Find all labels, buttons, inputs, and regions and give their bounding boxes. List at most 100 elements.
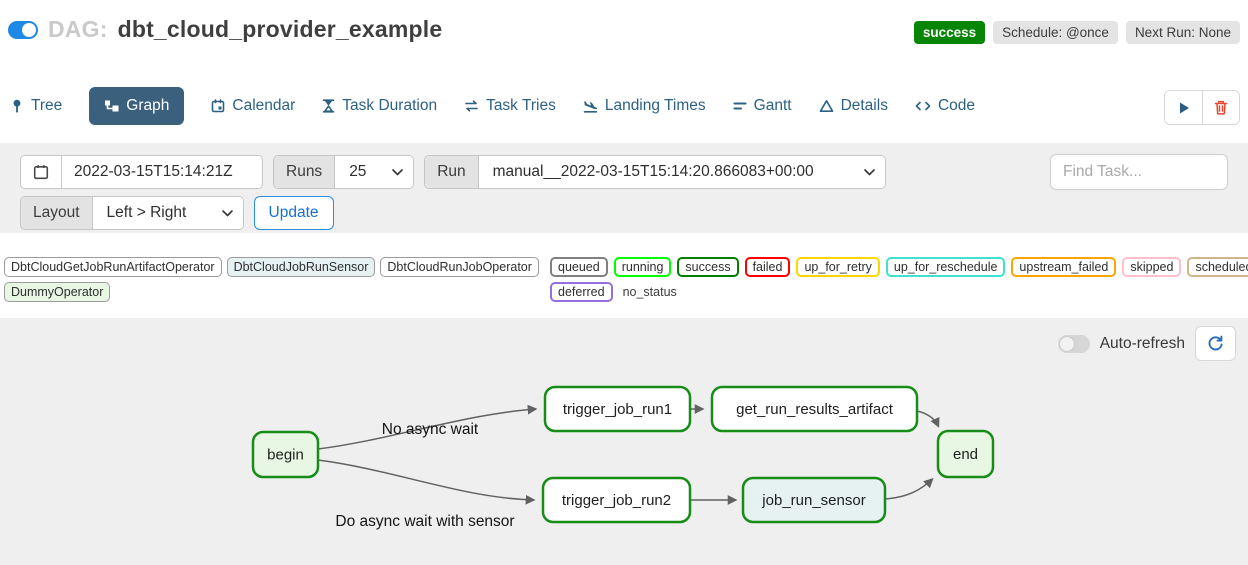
auto-refresh-toggle[interactable] — [1057, 334, 1090, 353]
status-filter-up-for-reschedule[interactable]: up_for_reschedule — [885, 257, 1006, 277]
dag-graph-panel: No async wait Do async wait with sensor … — [0, 318, 1248, 565]
toggle-knob — [22, 22, 36, 37]
header-badges: success Schedule: @once Next Run: None — [913, 21, 1240, 44]
tab-gantt[interactable]: Gantt — [733, 97, 792, 115]
calendar-icon — [33, 165, 49, 180]
operator-badge: DummyOperator — [4, 282, 111, 302]
task-node-end[interactable]: end — [936, 429, 995, 479]
edge-sensor-end — [884, 477, 934, 500]
update-button[interactable]: Update — [253, 196, 334, 230]
tab-tree[interactable]: Tree — [10, 97, 62, 115]
layout-group: Layout Left > Right — [20, 196, 244, 230]
status-filter-queued[interactable]: queued — [550, 257, 608, 277]
tab-label: Code — [937, 97, 976, 114]
task-node-begin[interactable]: begin — [251, 430, 320, 479]
operator-badge: DbtCloudRunJobOperator — [380, 257, 539, 277]
status-filter-no-status[interactable]: no_status — [622, 285, 677, 299]
tree-icon — [13, 99, 21, 113]
tab-label: Task Tries — [486, 97, 556, 114]
task-node-job-run-sensor[interactable]: job_run_sensor — [741, 476, 887, 524]
tab-label: Tree — [31, 97, 63, 114]
task-node-label: get_run_results_artifact — [736, 401, 894, 418]
next-run-badge: Next Run: None — [1125, 21, 1240, 44]
status-filter-upstream-failed[interactable]: upstream_failed — [1011, 257, 1117, 277]
task-node-label: trigger_job_run1 — [563, 401, 672, 418]
layout-select-value: Left > Right — [106, 204, 187, 221]
code-icon — [915, 101, 931, 111]
operator-legend: DummyOperator — [4, 282, 550, 302]
edge-begin-trigger2 — [317, 459, 536, 505]
tab-landing-times[interactable]: Landing Times — [583, 97, 706, 115]
edge-begin-trigger1 — [317, 404, 538, 450]
runs-select[interactable]: 25 — [335, 156, 414, 188]
plane-landing-icon — [583, 101, 598, 113]
execution-date-group — [20, 155, 263, 189]
chevron-down-icon — [863, 168, 875, 176]
schedule-badge: Schedule: @once — [993, 21, 1118, 44]
tab-task-duration[interactable]: Task Duration — [322, 97, 437, 115]
graph-controls: Auto-refresh — [1057, 326, 1236, 361]
tab-graph[interactable]: Graph — [89, 87, 185, 125]
edge-artifact-end — [916, 410, 940, 428]
hourglass-icon — [322, 99, 335, 113]
filter-row-2: Layout Left > Right Update — [20, 196, 1228, 230]
task-node-get-run-results-artifact[interactable]: get_run_results_artifact — [710, 385, 919, 433]
dag-pause-toggle[interactable] — [8, 20, 38, 39]
chevron-down-icon — [392, 168, 403, 176]
run-label: Run — [425, 156, 479, 188]
calendar-addon[interactable] — [21, 156, 62, 188]
status-badge: success — [913, 21, 986, 44]
tab-task-tries[interactable]: Task Tries — [464, 97, 556, 115]
dag-graph: No async wait Do async wait with sensor … — [251, 385, 995, 530]
status-filter-deferred[interactable]: deferred — [550, 282, 613, 302]
status-filter-success[interactable]: success — [677, 257, 739, 277]
calendar-icon — [212, 99, 225, 113]
delete-dag-button[interactable] — [1202, 91, 1239, 124]
tab-calendar[interactable]: Calendar — [211, 97, 295, 115]
task-node-label: end — [953, 446, 978, 463]
edge-label-do-async-wait: Do async wait with sensor — [335, 513, 514, 530]
find-task-input[interactable] — [1050, 154, 1228, 190]
play-icon — [1179, 102, 1189, 113]
status-filter-skipped[interactable]: skipped — [1122, 257, 1182, 277]
execution-date-input[interactable] — [62, 156, 262, 188]
edge-label-no-async-wait: No async wait — [382, 421, 479, 438]
tab-code[interactable]: Code — [915, 97, 975, 115]
status-legend: deferred no_status — [550, 282, 681, 302]
details-triangle-icon — [819, 100, 833, 112]
run-select[interactable]: manual__2022-03-15T15:14:20.866083+00:00 — [478, 156, 885, 188]
tab-label: Landing Times — [604, 97, 706, 114]
status-filter-failed[interactable]: failed — [744, 257, 791, 277]
tab-label: Calendar — [232, 97, 296, 114]
operator-legend: DbtCloudGetJobRunArtifactOperator DbtClo… — [4, 257, 550, 277]
refresh-icon — [1208, 335, 1223, 351]
tab-label: Graph — [126, 97, 170, 114]
status-filter-scheduled[interactable]: scheduled — [1187, 257, 1248, 277]
tab-label: Details — [840, 97, 888, 114]
refresh-button[interactable] — [1195, 326, 1236, 361]
legend-row-1: DbtCloudGetJobRunArtifactOperator DbtClo… — [4, 257, 1248, 277]
legend-row-2: DummyOperator deferred no_status — [4, 282, 1244, 302]
task-node-label: job_run_sensor — [761, 492, 865, 509]
status-legend: queued running success failed up_for_ret… — [550, 257, 1248, 277]
task-node-trigger-job-run1[interactable]: trigger_job_run1 — [543, 385, 692, 433]
task-node-label: trigger_job_run2 — [562, 492, 671, 509]
trigger-dag-button[interactable] — [1165, 91, 1202, 124]
run-group: Run manual__2022-03-15T15:14:20.866083+0… — [424, 155, 886, 189]
operator-badge: DbtCloudJobRunSensor — [226, 257, 376, 277]
filter-panel: Runs 25 Run manual__2022-03-15T15:14:20.… — [0, 143, 1248, 233]
status-filter-up-for-retry[interactable]: up_for_retry — [796, 257, 880, 277]
repeat-icon — [465, 100, 478, 112]
layout-select[interactable]: Left > Right — [92, 197, 243, 229]
status-filter-running[interactable]: running — [613, 257, 672, 277]
tab-details[interactable]: Details — [819, 97, 888, 115]
tab-label: Gantt — [753, 97, 792, 114]
gantt-icon — [733, 102, 747, 110]
toggle-knob — [1059, 336, 1074, 351]
operator-badge: DbtCloudGetJobRunArtifactOperator — [4, 257, 222, 277]
task-node-trigger-job-run2[interactable]: trigger_job_run2 — [541, 476, 692, 524]
run-select-value: manual__2022-03-15T15:14:20.866083+00:00 — [492, 163, 814, 180]
layout-label: Layout — [21, 197, 93, 229]
view-tabs: Tree Graph Calendar Task Duration Task T… — [10, 86, 1188, 126]
auto-refresh-label: Auto-refresh — [1099, 334, 1185, 352]
